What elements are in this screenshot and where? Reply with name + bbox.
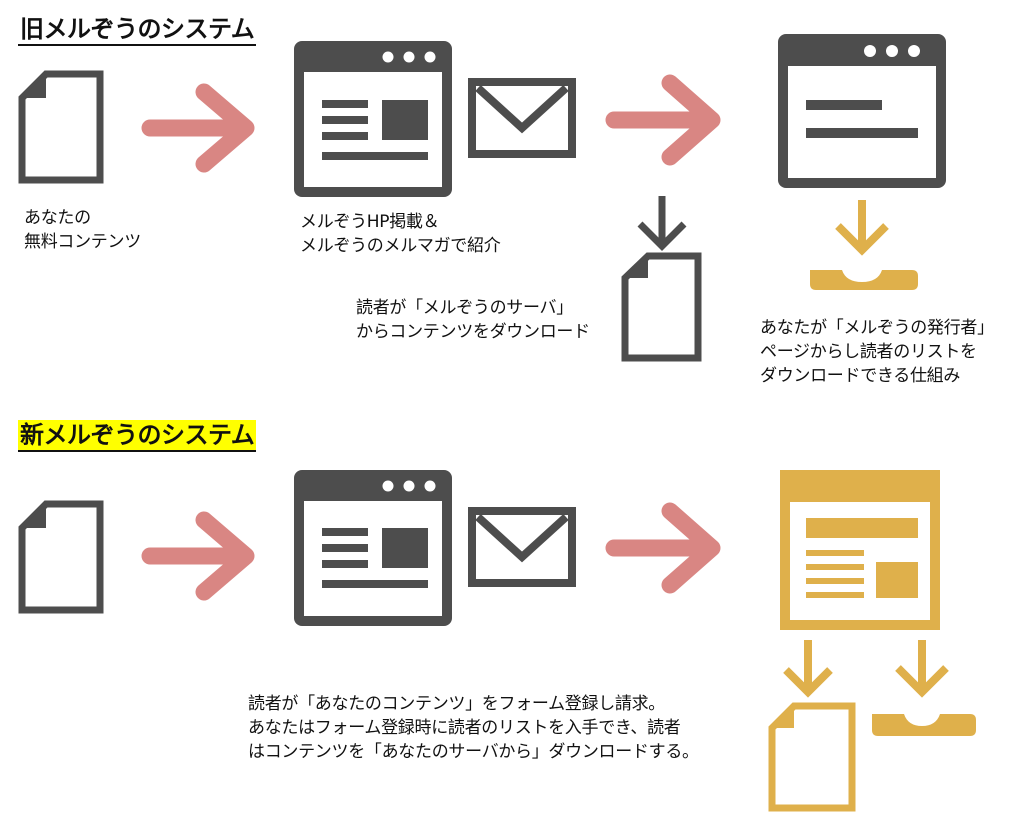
- old-publisher-caption: あなたが「メルぞうの発行者」 ページからし読者のリストを ダウンロードできる仕組…: [760, 318, 994, 386]
- old-browser-window-icon-2: [778, 34, 946, 188]
- new-arrow-right-icon-2: [605, 502, 721, 594]
- new-envelope-icon: [468, 507, 576, 587]
- old-arrow-down-icon-dark: [637, 196, 687, 251]
- old-download-document-icon: [621, 252, 702, 362]
- new-system-title: 新メルぞうのシステム: [18, 420, 257, 452]
- new-description-caption: 読者が「あなたのコンテンツ」をフォーム登録し請求。 あなたはフォーム登録時に読者…: [248, 694, 699, 762]
- new-arrow-down-icon-left: [783, 640, 833, 698]
- new-download-tray-icon: [872, 714, 976, 736]
- new-arrow-down-icon-right: [895, 640, 949, 698]
- new-browser-window-icon: [294, 470, 452, 626]
- old-envelope-icon: [468, 78, 576, 158]
- old-system-title: 旧メルぞうのシステム: [18, 14, 257, 46]
- old-document-icon: [18, 70, 104, 184]
- old-download-caption: 読者が「メルぞうのサーバ」 からコンテンツをダウンロード: [356, 298, 590, 342]
- old-download-tray-icon: [810, 200, 918, 290]
- new-arrow-right-icon-1: [141, 511, 255, 601]
- new-document-icon: [18, 500, 104, 614]
- old-listing-caption: メルぞうHP掲載＆ メルぞうのメルマガで紹介: [300, 212, 501, 256]
- new-landing-page-icon: [780, 470, 940, 630]
- old-arrow-right-icon-2: [605, 74, 721, 166]
- old-content-caption: あなたの 無料コンテンツ: [24, 208, 141, 252]
- old-arrow-right-icon-1: [141, 83, 255, 173]
- old-browser-window-icon-1: [294, 41, 452, 197]
- new-download-document-icon: [768, 702, 856, 812]
